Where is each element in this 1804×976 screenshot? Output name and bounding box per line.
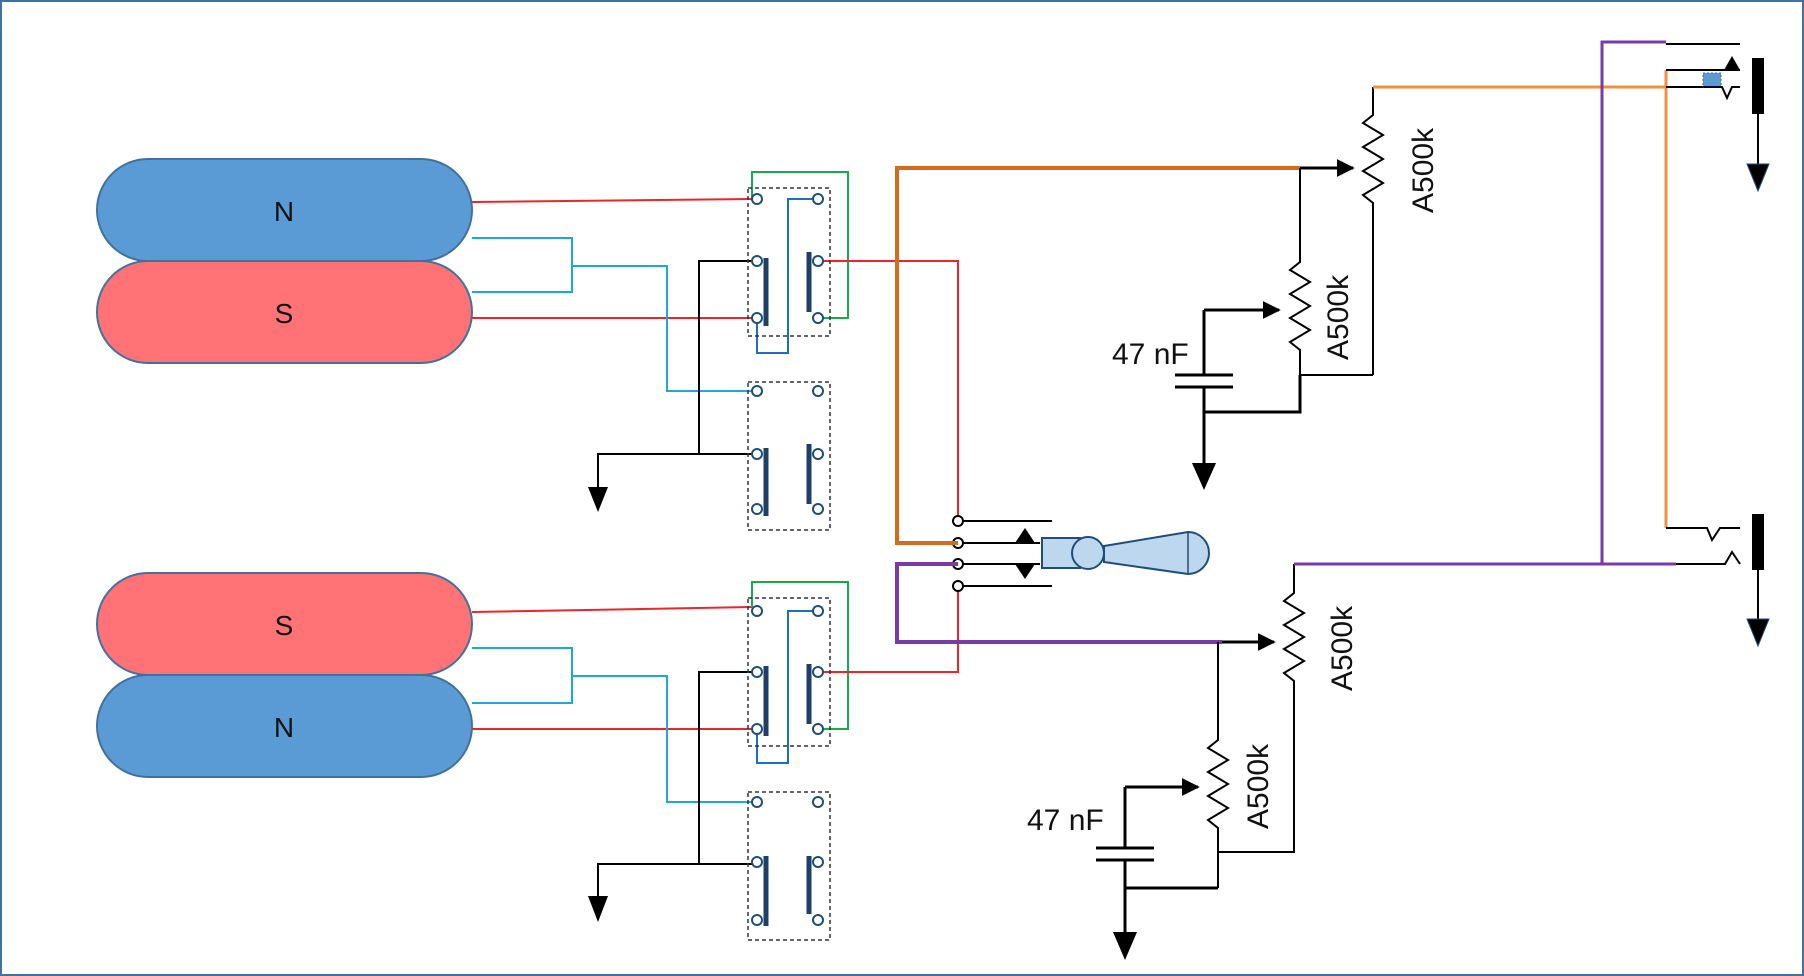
selector-knob [1103,530,1210,576]
neck-tone-pot [1288,168,1373,376]
bridge-red-wire-top [471,606,753,613]
bridge-selected-purple-wire [895,562,1222,644]
neck-selected-orange-wire [895,166,1300,545]
bridge-ground-lead [597,863,699,896]
bridge-blue-wire-link [572,675,752,803]
bridge-south-label: S [275,610,294,641]
neck-darkblue-wire [756,198,818,354]
bridge-volume-label: A500k [1326,605,1359,691]
ground-symbol-bridge-tone [1113,932,1137,960]
bridge-output-wire [818,586,959,673]
neck-volume-pot [1361,87,1385,375]
ground-symbol-jack-top [1746,163,1770,193]
bridge-north-coil [96,674,473,778]
neck-blue-wire-upper [472,237,573,293]
bridge-green-wire [751,581,849,730]
bridge-push-pull-switch [747,597,831,941]
bridge-blue-wire-upper [472,647,573,704]
neck-north-label: N [274,196,294,227]
neck-south-coil [96,260,473,364]
output-jack-top [1666,43,1764,164]
neck-output-wire [818,260,959,521]
neck-tone-label: A500k [1322,274,1355,360]
neck-south-label: S [275,298,294,329]
bridge-ground-wire [698,671,752,865]
neck-pickup: N S [96,158,473,364]
pickup-selector-switch [952,515,1210,592]
bridge-north-label: N [274,712,294,743]
neck-push-pull-switch [747,187,831,531]
bridge-volume-pot [1218,564,1306,853]
ground-symbol-neck-tone [1192,463,1216,490]
bridge-tone-pot [1206,642,1230,888]
neck-ground-wire [698,260,752,455]
bridge-cap-label: 47 nF [1027,804,1104,837]
neck-ground-lead [597,453,699,487]
neck-volume-label: A500k [1407,127,1440,213]
ground-symbol-bridge-switch [588,896,608,922]
neck-red-wire-top [471,198,753,203]
ground-symbol-neck-switch [588,487,608,512]
bridge-pickup: S N [96,572,473,778]
neck-green-wire [751,171,849,319]
neck-pickup-wires [471,171,959,521]
neck-blue-wire-link [572,265,752,392]
neck-tone-capacitor [1175,373,1302,463]
output-jack-bottom [1666,514,1764,619]
purple-stereo-wire [1600,40,1666,564]
bridge-tone-capacitor [1096,846,1218,932]
neck-cap-label: 47 nF [1112,338,1189,371]
ground-symbol-jack-bottom [1746,618,1770,648]
bridge-darkblue-wire [756,610,818,764]
bridge-tone-label: A500k [1242,743,1275,829]
bridge-pickup-wires [471,581,959,896]
